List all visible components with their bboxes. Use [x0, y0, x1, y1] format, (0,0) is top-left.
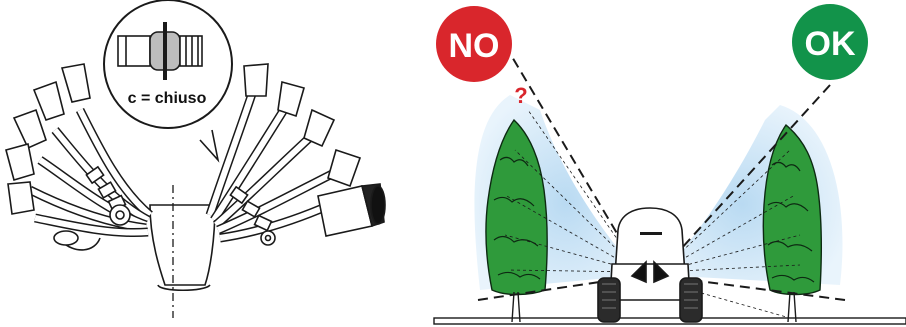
question-mark-label: ? — [514, 83, 527, 108]
valve-assembly-icon — [6, 0, 385, 318]
ok-badge-label: OK — [805, 25, 856, 63]
tractor-icon — [598, 208, 702, 322]
valve-callout — [104, 0, 232, 160]
ok-badge: OK — [792, 4, 868, 80]
valve-state-label: c = chiuso — [128, 90, 207, 107]
no-badge: NO — [436, 6, 512, 82]
right-nozzle-arms — [210, 64, 385, 245]
ground-line — [434, 318, 906, 324]
no-badge-label: NO — [449, 27, 500, 65]
spray-scene: NO OK ? — [434, 4, 906, 324]
